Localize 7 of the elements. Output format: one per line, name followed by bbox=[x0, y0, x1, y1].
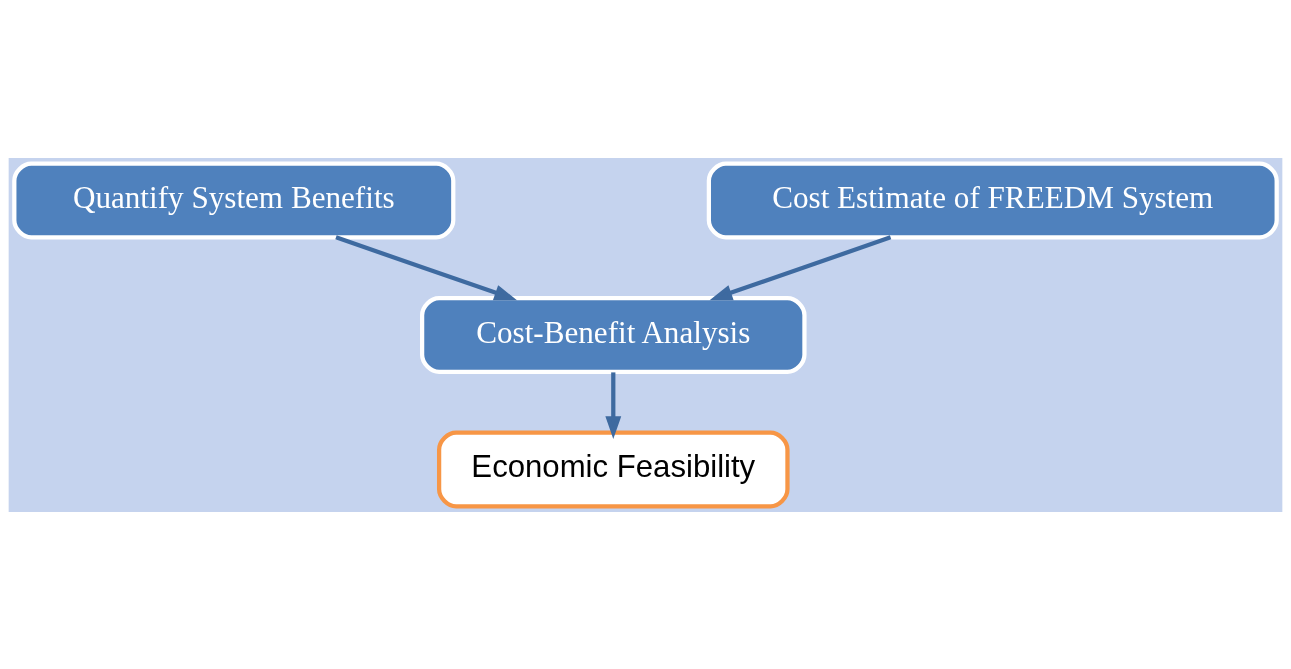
node-box: Cost Estimate of FREEDM System bbox=[706, 161, 1279, 239]
arrow bbox=[335, 234, 517, 300]
node-box: Economic Feasibility bbox=[437, 430, 790, 508]
node-box: Quantify System Benefits bbox=[12, 161, 456, 239]
arrow bbox=[709, 234, 892, 300]
arrow bbox=[605, 371, 622, 439]
node-box: Cost-Benefit Analysis bbox=[420, 295, 807, 374]
